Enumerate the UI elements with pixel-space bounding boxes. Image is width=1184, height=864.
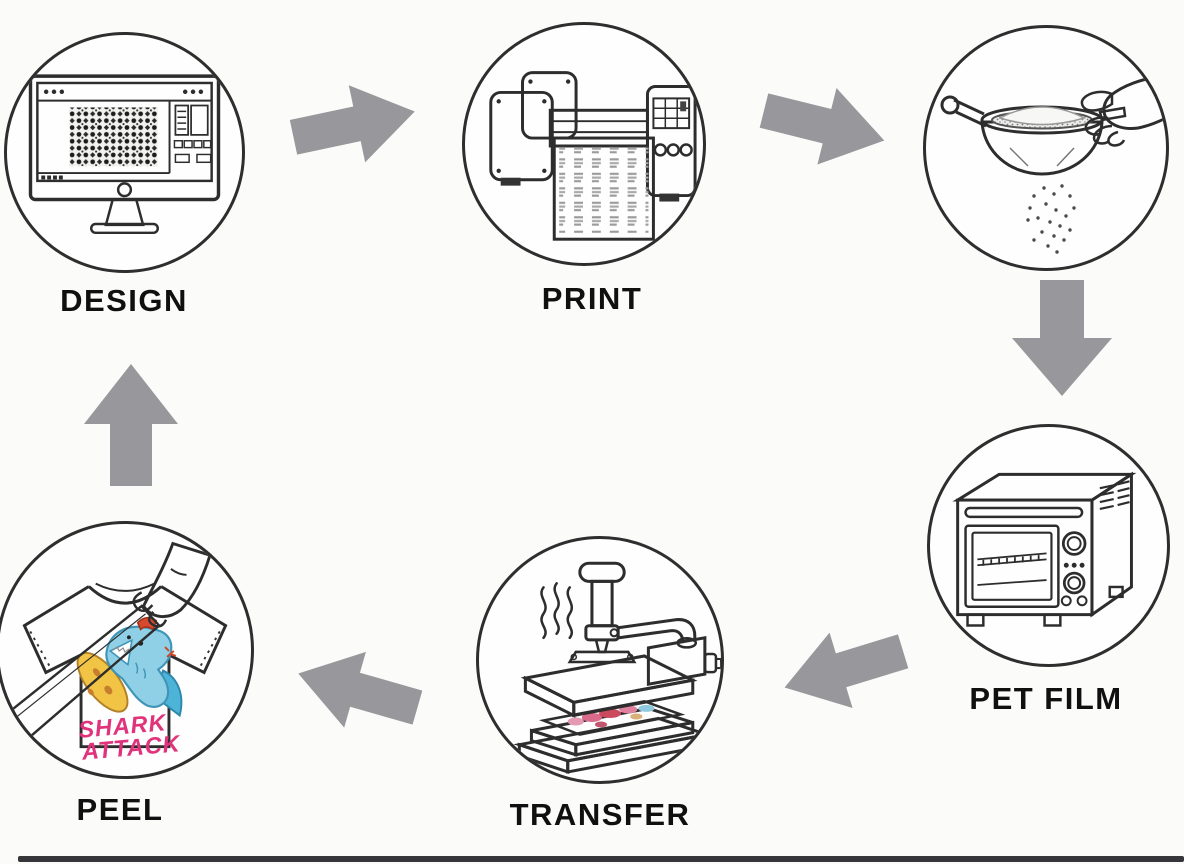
step-pet-film-circle xyxy=(927,424,1170,667)
step-print-circle xyxy=(462,22,706,266)
shark-attack-graphic: SHARK ATTACK xyxy=(76,616,183,765)
arrow-shape xyxy=(298,651,423,728)
powder-sieve-icon xyxy=(940,74,1166,254)
press-screw-assembly xyxy=(567,561,637,664)
oven xyxy=(952,471,1137,627)
peeling-hand xyxy=(132,541,212,628)
oven-controls xyxy=(1060,531,1088,607)
printed-film-sheet xyxy=(552,136,655,241)
status-bar-squares xyxy=(41,175,63,180)
step-label-transfer: TRANSFER xyxy=(509,797,691,832)
hand-holding-sieve xyxy=(1080,74,1166,147)
print-head-lower xyxy=(489,90,554,182)
step-label-pet-film: PET FILM xyxy=(969,681,1123,716)
monitor-chin-button xyxy=(116,182,133,198)
sieve-bowl xyxy=(980,120,1104,176)
powder-mound xyxy=(998,106,1086,126)
oven-vents xyxy=(1099,480,1130,511)
panel-screen xyxy=(652,97,691,130)
step-label-peel: PEEL xyxy=(76,792,164,827)
arrow-powder-to-pet-film xyxy=(1010,280,1114,398)
printer-foot-right xyxy=(659,193,680,202)
bottom-edge-bar xyxy=(18,856,1184,862)
arrow-transfer-to-peel xyxy=(281,626,431,754)
heat-press-icon xyxy=(513,561,721,775)
oven-door xyxy=(964,524,1060,608)
tshirt-peel-icon: SHARK ATTACK xyxy=(0,541,228,765)
window-dots xyxy=(43,89,204,95)
oven-foot xyxy=(1043,613,1062,627)
falling-powder-dots xyxy=(1026,184,1076,254)
monitor xyxy=(28,74,221,235)
arrow-shape xyxy=(289,85,415,163)
arrow-design-to-print xyxy=(283,64,428,185)
curing-oven-icon xyxy=(952,471,1137,627)
desktop-computer-icon xyxy=(28,74,221,235)
step-powder-circle xyxy=(923,25,1169,271)
oven-rack xyxy=(977,552,1047,586)
arrow-shape xyxy=(84,364,178,486)
monitor-base xyxy=(89,222,160,235)
monitor-stand xyxy=(104,198,145,227)
tshirt xyxy=(22,582,228,749)
printer xyxy=(489,71,697,241)
arrow-shape xyxy=(784,632,909,708)
heat-waves xyxy=(540,582,573,640)
tool-panel xyxy=(173,104,212,164)
arrow-shape xyxy=(759,88,885,165)
arrow-print-to-powder xyxy=(752,64,899,188)
arrow-shape xyxy=(1012,280,1112,396)
sieve-handle-loop xyxy=(940,95,960,115)
coral-accent xyxy=(164,646,177,658)
step-peel-circle: SHARK ATTACK xyxy=(0,521,254,779)
design-canvas-pattern xyxy=(69,107,158,167)
heat-press xyxy=(513,561,721,775)
step-label-design: DESIGN xyxy=(60,283,188,318)
printer-foot-left xyxy=(500,177,521,186)
print-head-upper xyxy=(521,71,578,140)
oven-foot xyxy=(966,613,985,627)
press-arm-and-unit xyxy=(617,618,721,687)
oven-handle xyxy=(964,506,1084,519)
oven-foot xyxy=(1108,585,1124,599)
shark-mouth xyxy=(108,638,133,667)
step-transfer-circle xyxy=(476,536,724,784)
step-label-print: PRINT xyxy=(541,281,643,316)
oven-glass xyxy=(971,531,1053,601)
panel-buttons xyxy=(653,143,693,157)
step-design-circle xyxy=(4,32,245,273)
arrow-pet-film-to-transfer xyxy=(767,605,917,734)
collar xyxy=(87,585,163,605)
arrow-peel-to-design xyxy=(82,362,180,486)
film-printer-icon xyxy=(489,71,697,241)
